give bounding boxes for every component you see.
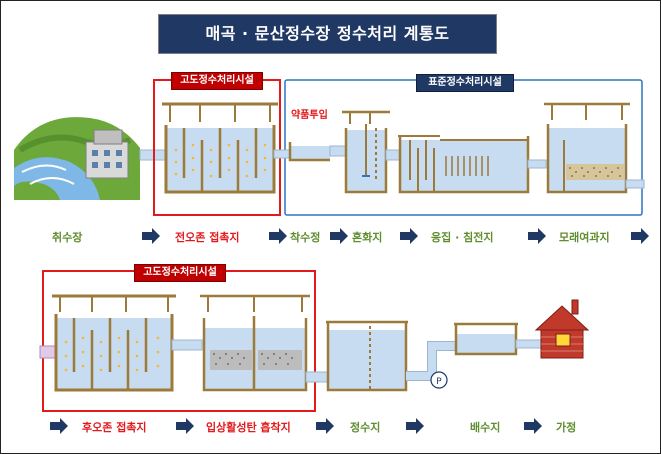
pre-ozone-tank: [162, 102, 278, 194]
label-intake: 취수장: [52, 231, 83, 244]
chemical-dosing-label: 약품투입: [291, 110, 328, 121]
advanced-tag-top: 고도정수처리시설: [171, 72, 263, 90]
receiving-well: [288, 142, 330, 162]
label-clearwell: 정수지: [350, 421, 381, 434]
label-reservoir: 배수지: [470, 421, 501, 434]
label-post-ozone: 후오존 접촉지: [82, 421, 147, 434]
label-gac: 입상활성탄 흡착지: [206, 421, 291, 434]
post-ozone-tank: [52, 294, 176, 392]
distribution-reservoir: [454, 322, 518, 356]
advanced-tag-bottom: 고도정수처리시설: [134, 264, 226, 282]
house-icon: [534, 299, 590, 359]
pump-icon: [430, 371, 448, 389]
mixing-basin: [342, 110, 390, 194]
label-receiving-well: 착수정: [290, 231, 321, 244]
label-sand-filter: 모래여과지: [559, 231, 610, 244]
label-home: 가정: [556, 421, 577, 434]
standard-tag: 표준정수처리시설: [416, 74, 514, 92]
label-mixing: 혼화지: [352, 231, 383, 244]
row1-arrows: [142, 228, 649, 244]
label-pre-ozone: 전오존 접촉지: [175, 231, 240, 244]
row2-arrows: [50, 418, 542, 434]
sedimentation-basin: [398, 135, 530, 194]
sand-filter: [544, 102, 630, 194]
pump-label: P: [436, 377, 442, 387]
page-title: 매곡 · 문산정수장 정수처리 계통도: [158, 14, 497, 54]
clearwell: [326, 320, 408, 392]
intake-tower-note: 취수탑: [24, 204, 41, 211]
gac-tank: [200, 294, 310, 392]
intake-illustration: [14, 117, 140, 200]
label-sedimentation: 응집 · 침전지: [431, 231, 494, 244]
